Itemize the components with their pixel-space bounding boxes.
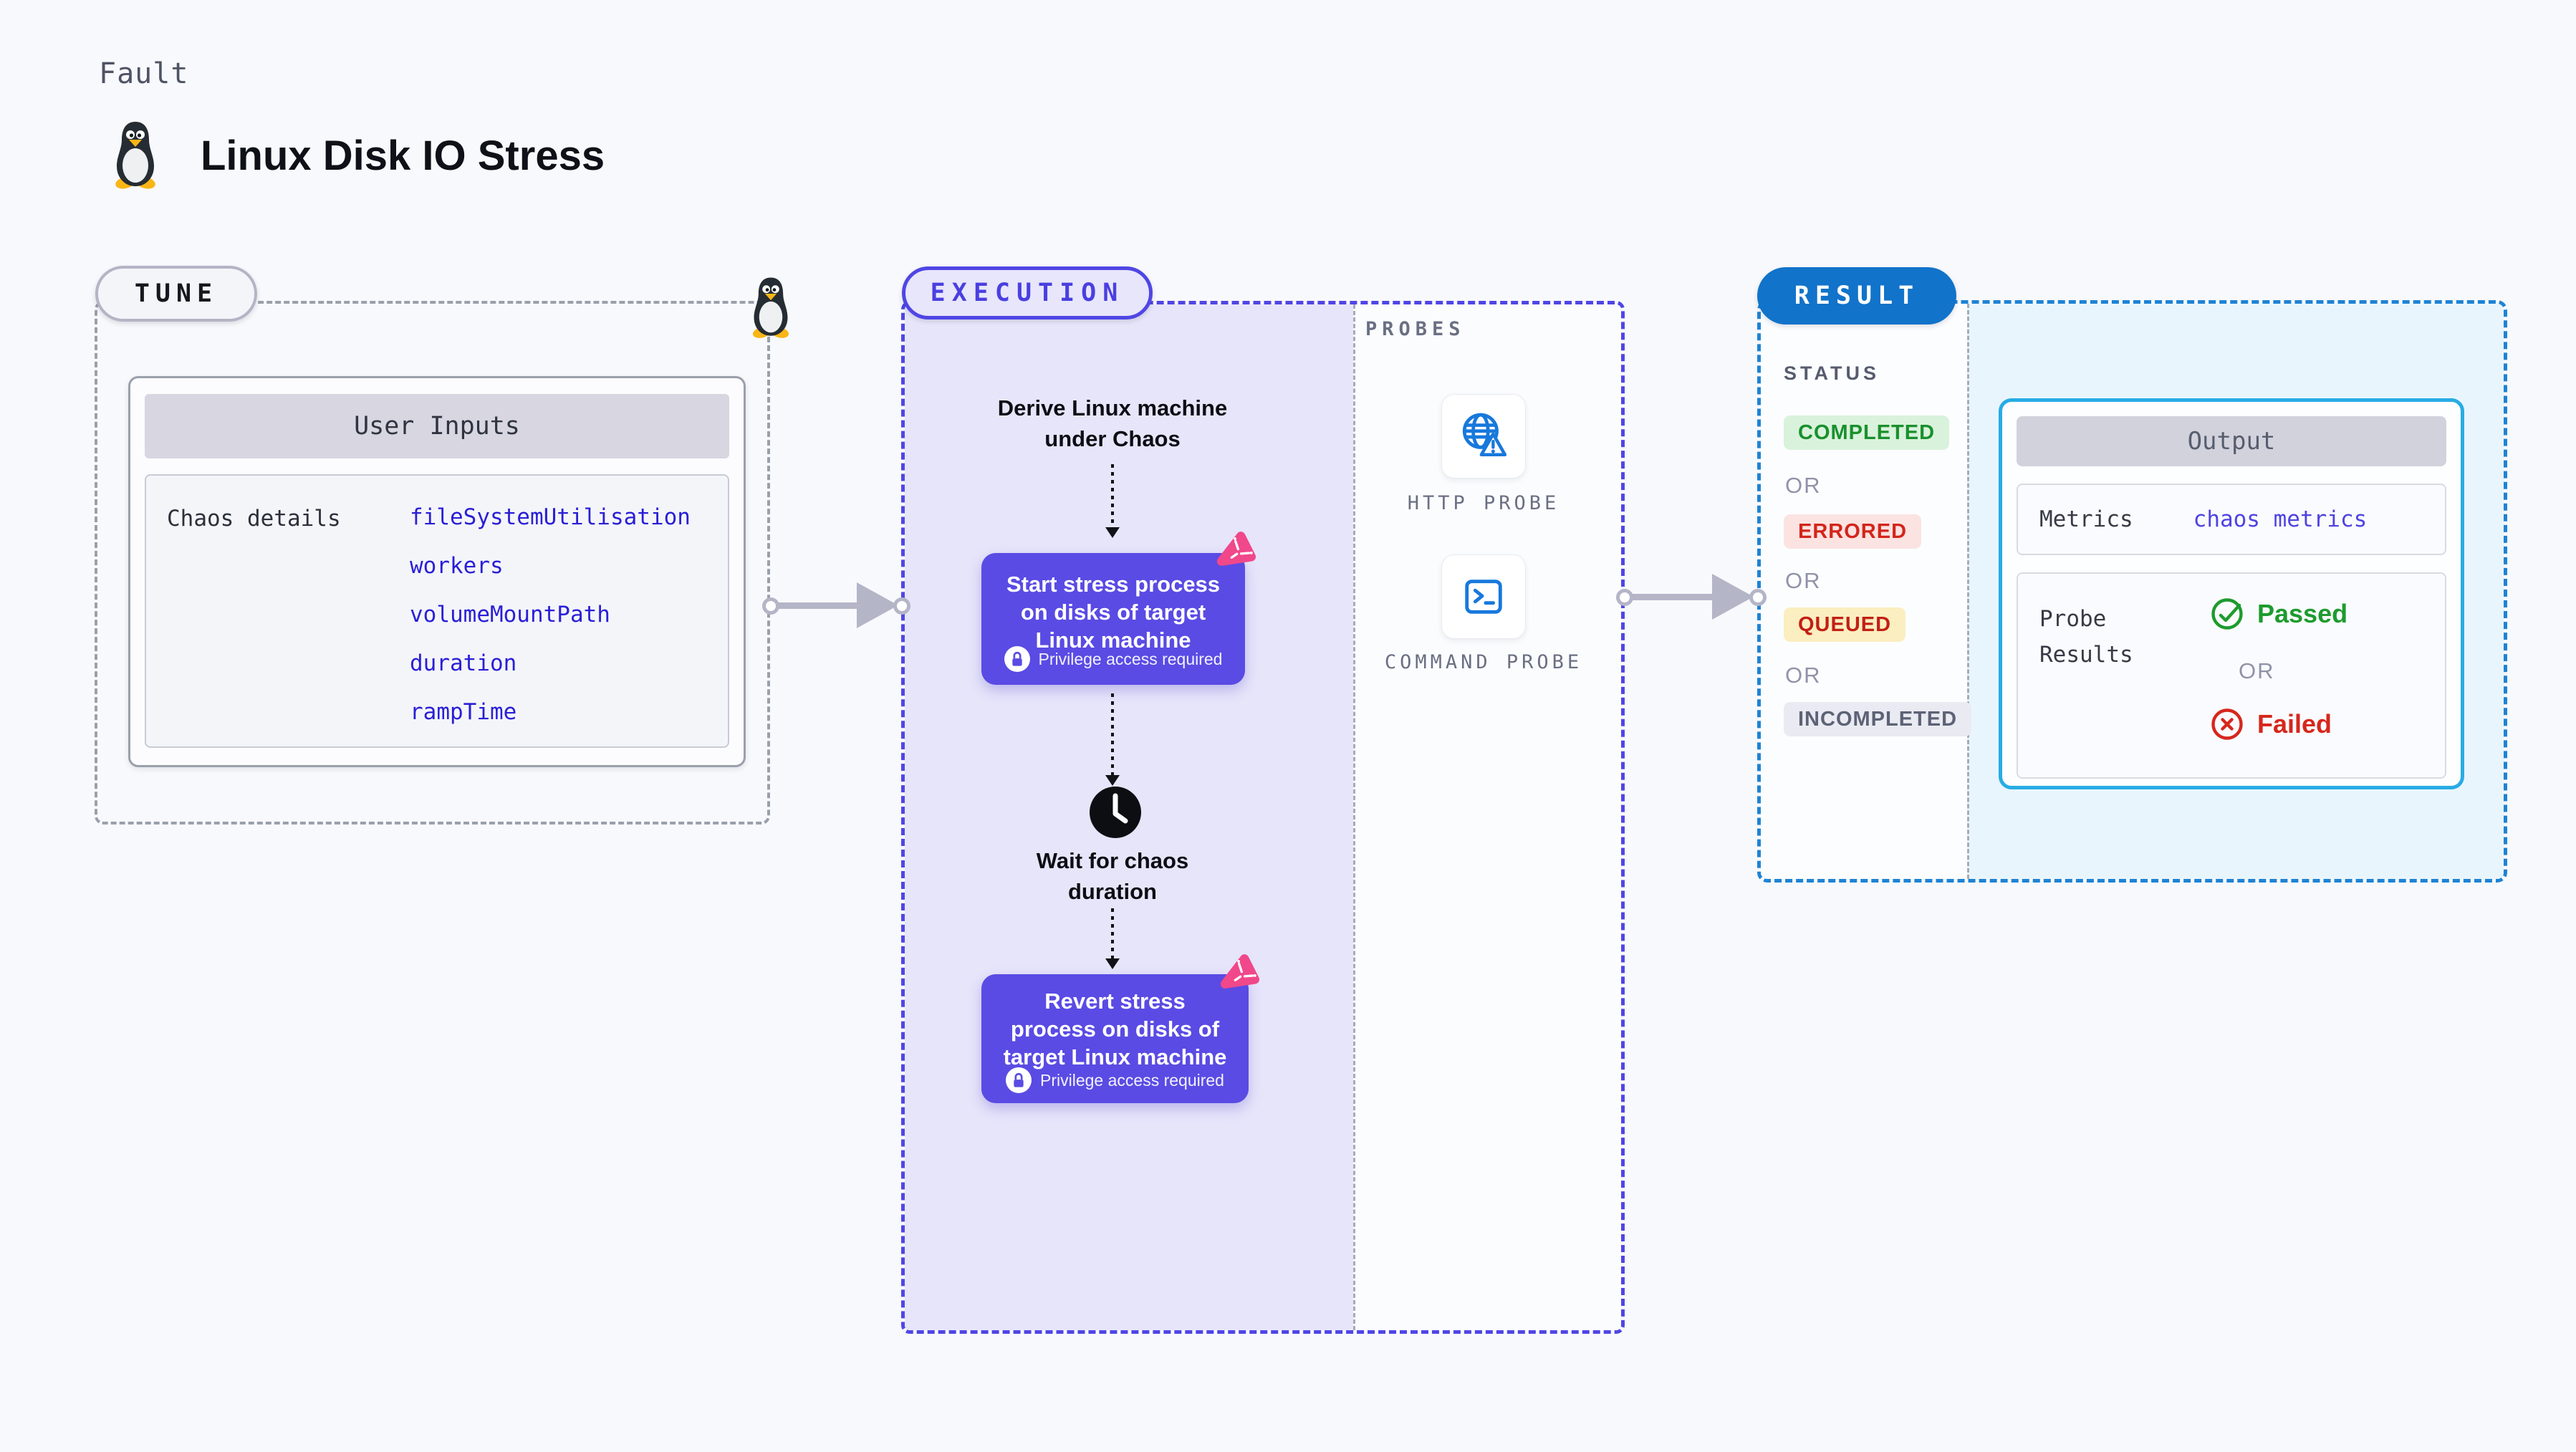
output-card: Output Metrics chaos metrics Probe Resul… <box>1999 398 2464 789</box>
fault-kind-label: Fault <box>99 57 189 90</box>
flow-arrowhead <box>1105 527 1120 538</box>
status-heading: STATUS <box>1784 362 1880 384</box>
execution-to-result-arrowhead <box>1712 574 1754 620</box>
execution-section-box <box>901 301 1625 1334</box>
tux-penguin-icon <box>115 122 155 189</box>
status-column <box>1761 304 1967 879</box>
connector-dot <box>762 597 779 615</box>
flow-dotted-connector <box>1111 693 1114 775</box>
privilege-note: Privilege access required <box>1038 649 1223 668</box>
flow-dotted-connector <box>1111 908 1114 958</box>
flow-dotted-connector <box>1111 464 1114 527</box>
clock-icon <box>1090 787 1141 838</box>
connector-dot <box>1749 589 1767 606</box>
derive-step-text: Derive Linux machine under Chaos <box>997 395 1228 451</box>
or-label: OR <box>2239 658 2275 683</box>
command-probe-terminal-icon <box>1465 580 1502 614</box>
litmus-chaos-icon <box>1216 532 1256 566</box>
input-value: rampTime <box>410 699 517 725</box>
tune-section-box <box>95 301 770 824</box>
http-probe-label: HTTP PROBE <box>1407 492 1560 514</box>
http-probe-card <box>1441 394 1526 479</box>
metrics-value: chaos metrics <box>2193 506 2368 532</box>
input-value: fileSystemUtilisation <box>410 504 691 530</box>
passed-label: Passed <box>2257 599 2348 628</box>
privilege-row: Privilege access required <box>981 1067 1249 1093</box>
privilege-note: Privilege access required <box>1040 1070 1224 1090</box>
probe-results-label: Probe Results <box>2039 606 2133 668</box>
user-inputs-card: User Inputs Chaos details fileSystemUtil… <box>128 376 746 767</box>
input-value: volumeMountPath <box>410 602 610 628</box>
failed-label: Failed <box>2257 709 2332 739</box>
metrics-row: Metrics chaos metrics <box>2017 484 2446 555</box>
connector-dot <box>1616 589 1633 606</box>
http-probe-globe-icon <box>1462 413 1507 456</box>
privilege-row: Privilege access required <box>981 646 1245 672</box>
probes-heading: PROBES <box>1365 318 1466 340</box>
status-badge-errored: ERRORED <box>1784 514 1922 549</box>
lock-icon <box>1006 1067 1032 1093</box>
or-label: OR <box>1785 568 1822 593</box>
probe-result-passed: Passed <box>2210 597 2347 631</box>
metrics-label: Metrics <box>2039 506 2133 532</box>
user-inputs-header: User Inputs <box>145 394 729 458</box>
probe-result-failed: Failed <box>2210 707 2332 741</box>
user-inputs-row-label: Chaos details <box>167 506 341 532</box>
result-badge: RESULT <box>1757 267 1956 324</box>
execution-to-result-arrow <box>1632 594 1715 600</box>
start-stress-text: Start stress process on disks of target … <box>1006 572 1221 653</box>
command-probe-label: COMMAND PROBE <box>1384 651 1583 673</box>
status-badge-incompleted: INCOMPLETED <box>1784 702 1972 736</box>
check-circle-icon <box>2211 598 2243 630</box>
or-label: OR <box>1785 663 1822 688</box>
input-value: duration <box>410 650 517 676</box>
tune-to-execution-arrowhead <box>857 582 898 628</box>
status-badge-completed: COMPLETED <box>1784 415 1950 450</box>
user-inputs-table: Chaos details fileSystemUtilisation work… <box>145 474 729 748</box>
flow-arrowhead <box>1105 958 1120 969</box>
probe-results-row: Probe Results Passed OR Failed <box>2017 572 2446 779</box>
input-value: workers <box>410 553 504 579</box>
or-label: OR <box>1785 473 1822 498</box>
tune-badge: TUNE <box>95 266 257 322</box>
revert-stress-node: Revert stress process on disks of target… <box>981 974 1249 1103</box>
connector-dot <box>893 597 910 615</box>
start-stress-node: Start stress process on disks of target … <box>981 553 1245 685</box>
tune-to-execution-arrow <box>778 602 864 609</box>
output-header: Output <box>2017 416 2446 466</box>
tux-penguin-icon-small <box>752 277 789 338</box>
command-probe-card <box>1441 554 1526 639</box>
status-badge-queued: QUEUED <box>1784 607 1906 642</box>
revert-stress-text: Revert stress process on disks of target… <box>1003 989 1227 1069</box>
page-title: Linux Disk IO Stress <box>201 133 605 179</box>
lock-icon <box>1004 646 1030 672</box>
wait-step-text: Wait for chaos duration <box>1036 848 1189 904</box>
execution-badge: EXECUTION <box>902 266 1153 319</box>
flow-arrowhead <box>1105 775 1120 786</box>
x-circle-icon <box>2211 708 2243 740</box>
litmus-chaos-icon <box>1220 954 1260 989</box>
